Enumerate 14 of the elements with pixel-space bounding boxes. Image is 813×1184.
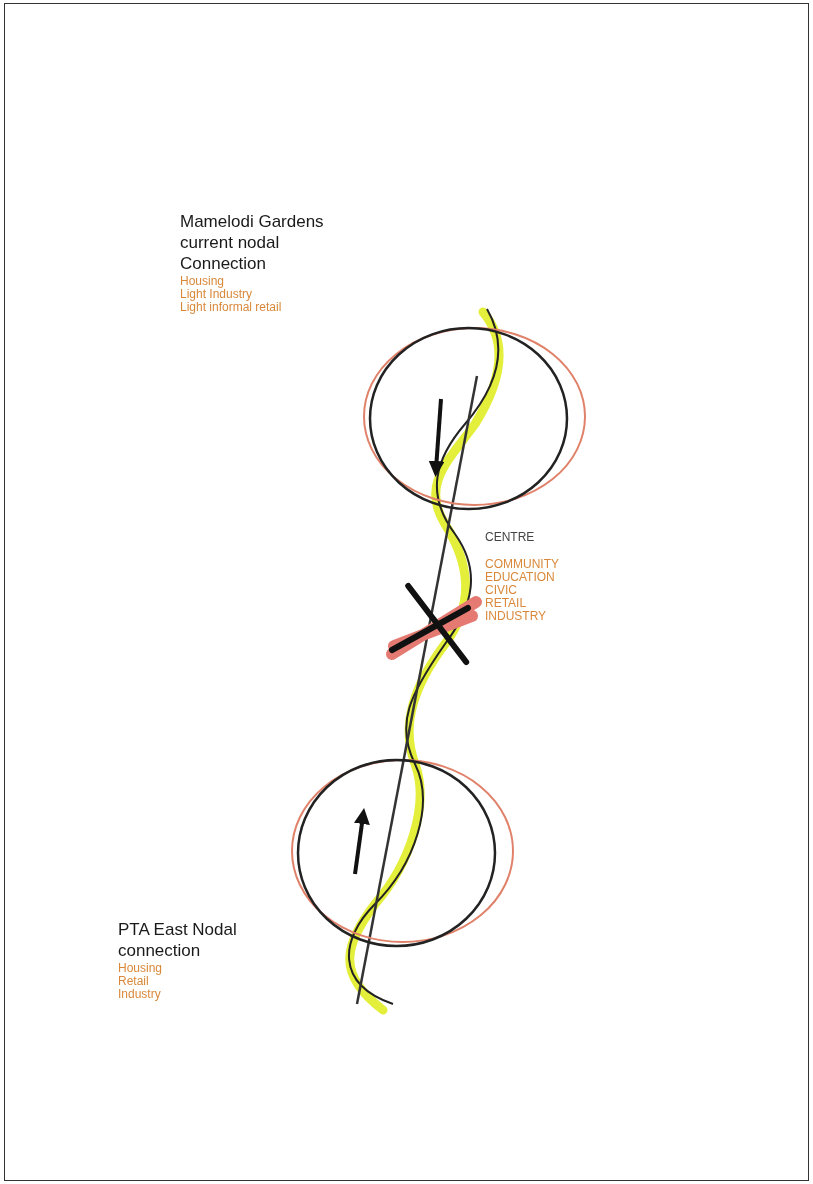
land-use-item: Light informal retail [180, 301, 282, 314]
land-use-item: COMMUNITY [485, 558, 559, 571]
land-use-item: RETAIL [485, 597, 527, 610]
land-use-item: Housing [118, 962, 163, 975]
land-use-item: EDUCATION [485, 571, 555, 584]
land-use-item: Light Industry [180, 288, 253, 301]
land-use-item: CIVIC [485, 584, 517, 597]
land-use-item: Retail [118, 975, 149, 988]
land-use-item: Industry [118, 988, 161, 1001]
land-use-item: INDUSTRY [485, 610, 547, 623]
node-title: Mamelodi Gardens current nodal Connection [180, 211, 325, 274]
land-use-item: Housing [180, 275, 225, 288]
node-title: PTA East Nodal connection [118, 919, 238, 961]
node-title: CENTRE [485, 530, 535, 544]
